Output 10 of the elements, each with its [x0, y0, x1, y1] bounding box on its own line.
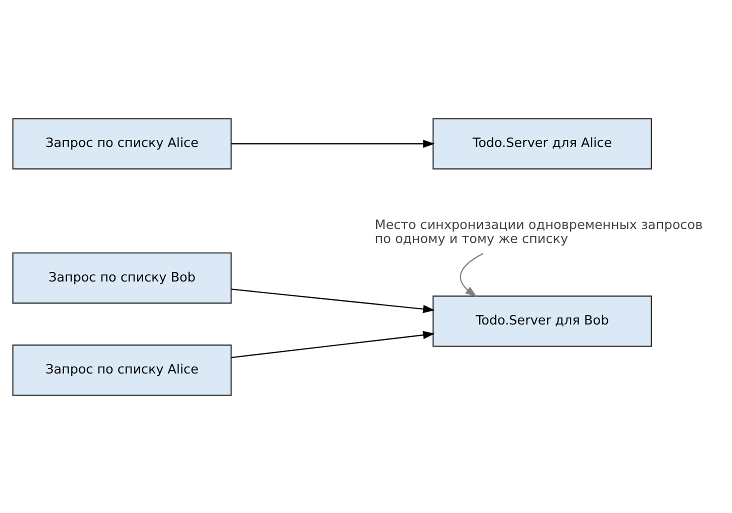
- arrow: [231, 330, 435, 358]
- node-box: Запрос по списку Alice: [12, 344, 232, 396]
- node-text: Место синхронизации одновременных запросов по одному и тому же списку: [374, 217, 703, 246]
- node-box: Todo.Server для Alice: [432, 118, 652, 169]
- node-box: Запрос по списку Alice: [12, 118, 232, 169]
- node-box: Todo.Server для Bob: [432, 295, 652, 346]
- arrow: [231, 139, 435, 148]
- arrow: [460, 252, 484, 296]
- arrow: [231, 288, 435, 313]
- node-box: Запрос по списку Bob: [12, 252, 232, 304]
